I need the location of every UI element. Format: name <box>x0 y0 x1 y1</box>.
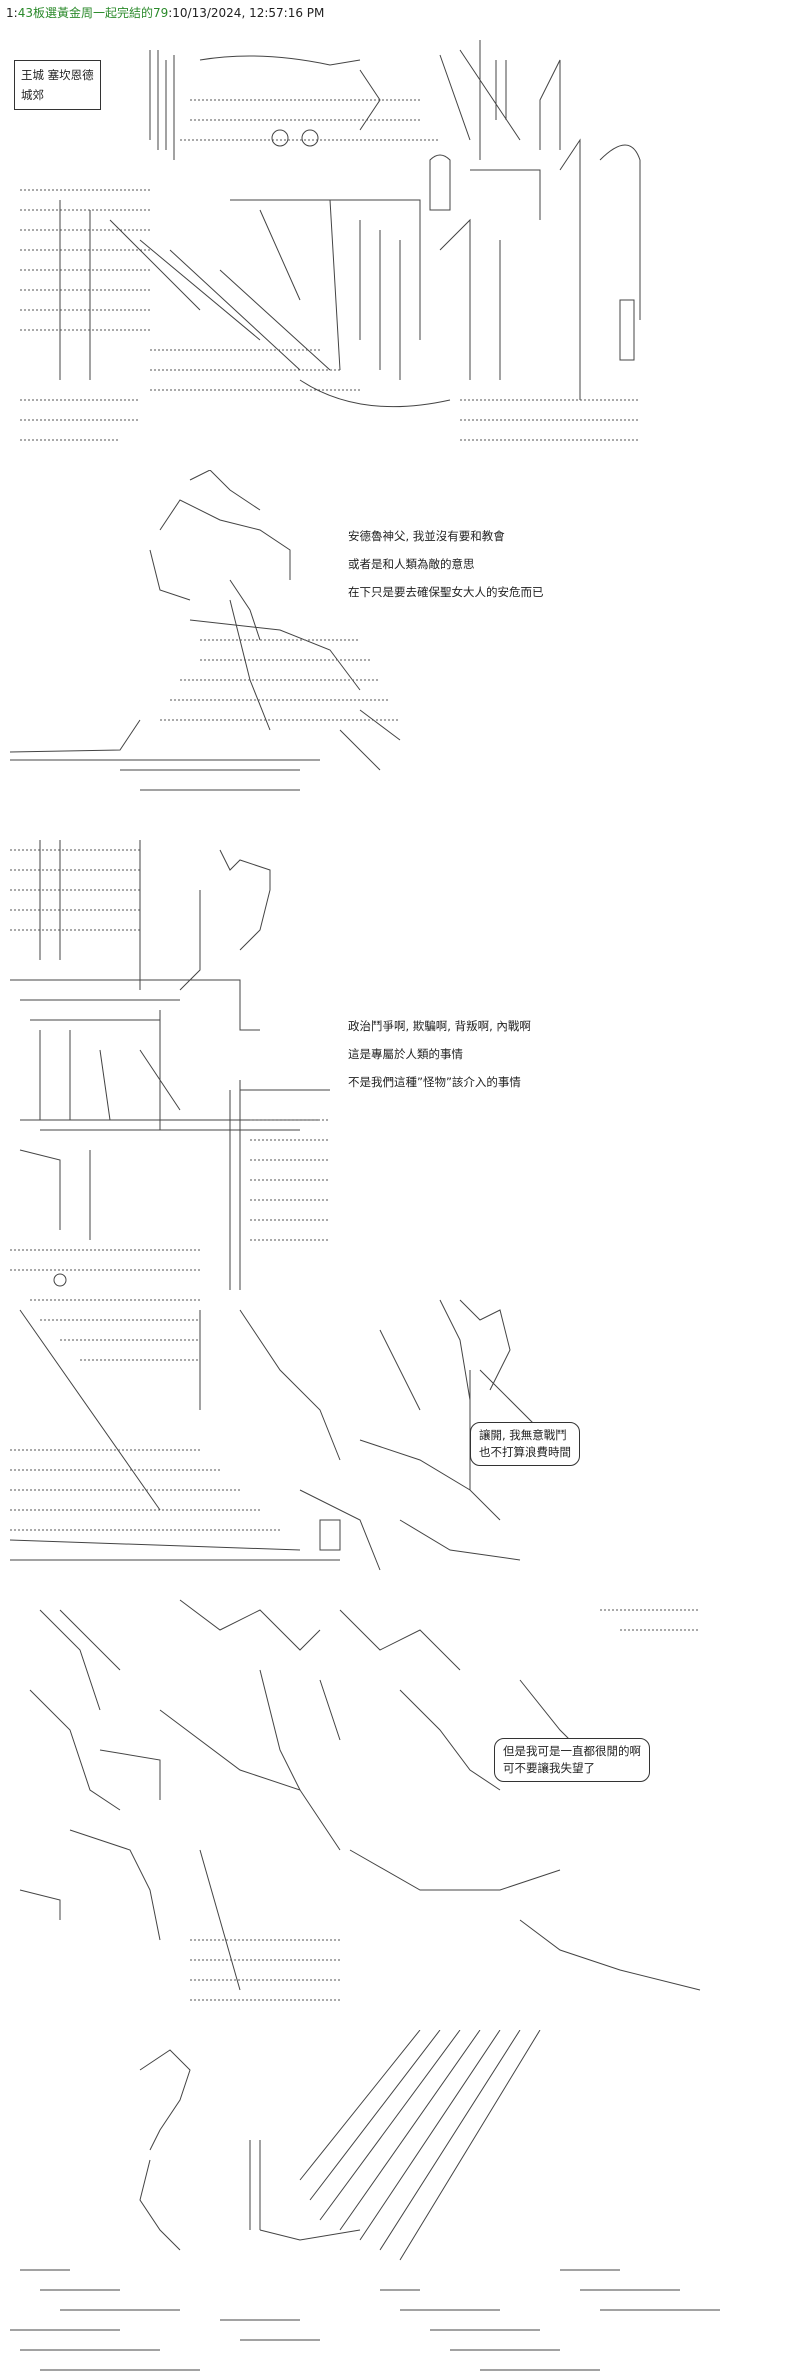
city-skyline-art <box>20 40 641 441</box>
speech-bubble-2: 但是我可是一直都很閒的啊 可不要讓我失望了 <box>494 1738 650 1782</box>
bubble-1-line-2: 也不打算浪費時間 <box>479 1445 571 1459</box>
panel-building-figure: 政治鬥爭啊, 欺騙啊, 背叛啊, 內戰啊 這是專屬於人類的事情 不是我們這種”怪… <box>0 830 800 1290</box>
bubble-2-line-1: 但是我可是一直都很閒的啊 <box>503 1744 641 1758</box>
post-timestamp: :10/13/2024, 12:57:16 PM <box>168 6 325 20</box>
bubble-2-line-2: 可不要讓我失望了 <box>503 1761 595 1775</box>
narration-line-3: 不是我們這種”怪物”該介入的事情 <box>348 1075 521 1089</box>
priest-art <box>9 470 401 791</box>
narration-line-1: 政治鬥爭啊, 欺騙啊, 背叛啊, 內戰啊 <box>348 1019 531 1033</box>
panel-battle: 但是我可是一直都很閒的啊 可不要讓我失望了 <box>0 1590 800 2030</box>
panel-priest: 安德魯神父, 我並沒有要和教會 或者是和人類為敵的意思 在下只是要去確保聖女大人… <box>0 470 800 810</box>
post-title-link[interactable]: 43板選黃金周一起完結的79 <box>17 6 169 20</box>
bubble-1-line-1: 讓開, 我無意戰鬥 <box>479 1428 567 1442</box>
post-header: 1:43板選黃金周一起完結的79:10/13/2024, 12:57:16 PM <box>6 4 324 21</box>
panel-confrontation: 讓開, 我無意戰鬥 也不打算浪費時間 <box>0 1290 800 1590</box>
panel-rain <box>0 2030 800 2379</box>
priest-line-2: 或者是和人類為敵的意思 <box>348 557 475 571</box>
narration-line-2: 這是專屬於人類的事情 <box>348 1047 463 1061</box>
panel-city-skyline: 王城 塞坎恩德 城郊 <box>0 40 800 460</box>
building-figure-art <box>10 840 330 1290</box>
location-line-2: 城郊 <box>21 88 44 102</box>
location-line-1: 王城 塞坎恩德 <box>21 68 94 82</box>
confrontation-art <box>9 1299 541 1571</box>
location-caption: 王城 塞坎恩德 城郊 <box>14 60 101 110</box>
priest-line-3: 在下只是要去確保聖女大人的安危而已 <box>348 585 544 599</box>
post-number: 1: <box>6 6 18 20</box>
battle-art <box>19 1599 701 2001</box>
priest-line-1: 安德魯神父, 我並沒有要和教會 <box>348 529 505 543</box>
speech-bubble-1: 讓開, 我無意戰鬥 也不打算浪費時間 <box>470 1422 580 1466</box>
rain-art <box>10 2030 720 2371</box>
